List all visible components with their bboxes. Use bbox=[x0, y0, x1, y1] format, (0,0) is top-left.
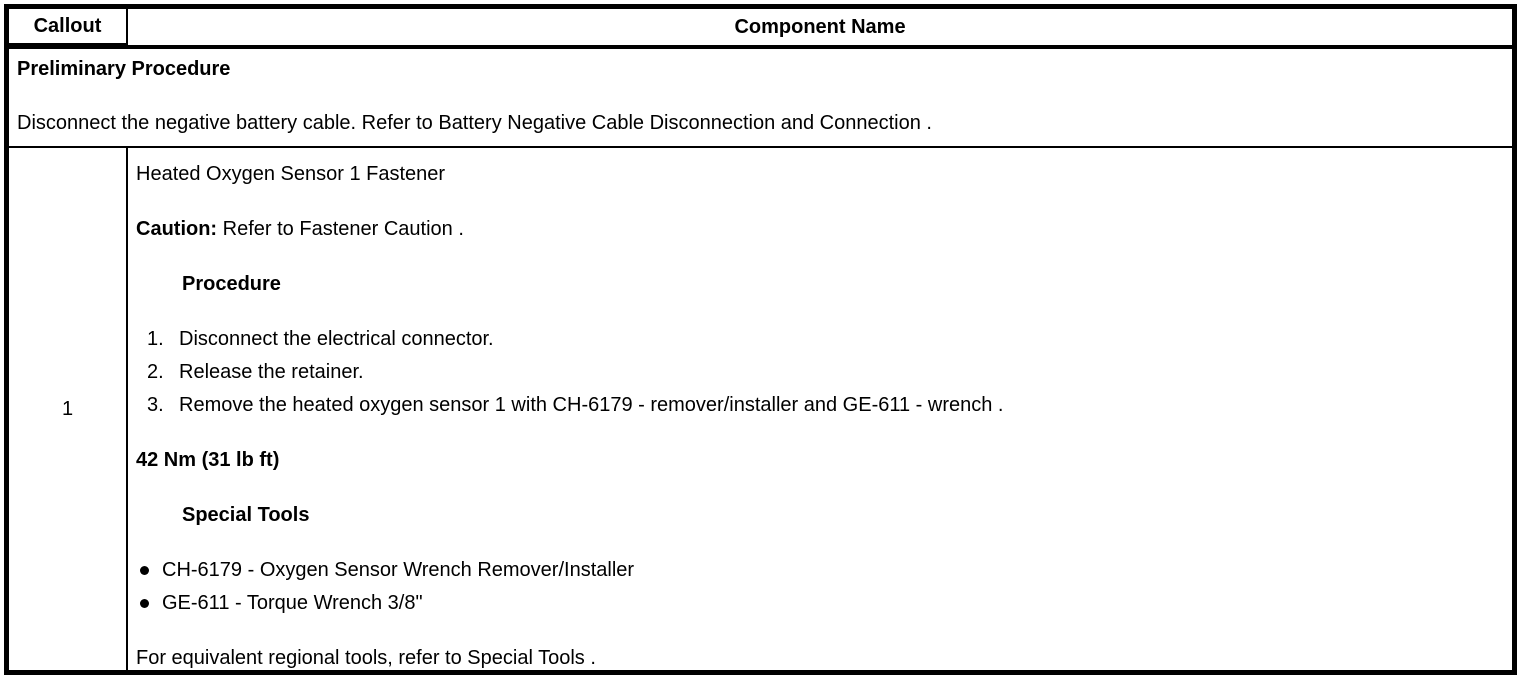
step-number: 2. bbox=[147, 361, 164, 383]
step-number: 3. bbox=[147, 394, 164, 416]
special-tool-item: GE-611 - Torque Wrench 3/8" bbox=[136, 587, 1502, 620]
step-text: Remove the heated oxygen sensor 1 with C… bbox=[179, 394, 1004, 416]
step-text: Disconnect the electrical connector. bbox=[179, 328, 494, 350]
regional-tools-note: For equivalent regional tools, refer to … bbox=[136, 647, 596, 669]
table-header-row: Callout Component Name bbox=[9, 9, 1512, 49]
preliminary-procedure-row: Preliminary Procedure Disconnect the neg… bbox=[9, 49, 1512, 148]
component-name: Heated Oxygen Sensor 1 Fastener bbox=[136, 163, 446, 185]
procedure-step-list: 1. Disconnect the electrical connector. … bbox=[136, 323, 1502, 422]
procedure-step: 1. Disconnect the electrical connector. bbox=[136, 323, 1502, 356]
component-cell: Heated Oxygen Sensor 1 Fastener Caution:… bbox=[128, 148, 1512, 670]
component-table: Callout Component Name Preliminary Proce… bbox=[4, 4, 1517, 675]
special-tools-list: CH-6179 - Oxygen Sensor Wrench Remover/I… bbox=[136, 554, 1502, 620]
table-row: 1 Heated Oxygen Sensor 1 Fastener Cautio… bbox=[9, 148, 1512, 670]
special-tools-heading: Special Tools bbox=[182, 504, 310, 526]
callout-column-header: Callout bbox=[9, 9, 128, 45]
caution-note: Caution: Refer to Fastener Caution . bbox=[136, 213, 1502, 246]
caution-label: Caution: bbox=[136, 218, 218, 240]
step-text: Release the retainer. bbox=[179, 361, 364, 383]
torque-spec: 42 Nm (31 lb ft) bbox=[136, 449, 280, 471]
procedure-heading: Procedure bbox=[182, 273, 281, 295]
special-tool-item: CH-6179 - Oxygen Sensor Wrench Remover/I… bbox=[136, 554, 1502, 587]
bullet-icon bbox=[140, 566, 149, 575]
caution-text: Refer to Fastener Caution . bbox=[217, 218, 464, 240]
preliminary-procedure-title: Preliminary Procedure bbox=[17, 58, 231, 80]
callout-number: 1 bbox=[9, 148, 128, 670]
procedure-step: 3. Remove the heated oxygen sensor 1 wit… bbox=[136, 389, 1502, 422]
component-name-column-header: Component Name bbox=[734, 15, 906, 38]
step-number: 1. bbox=[147, 328, 164, 350]
special-tool-text: GE-611 - Torque Wrench 3/8" bbox=[162, 592, 423, 614]
special-tool-text: CH-6179 - Oxygen Sensor Wrench Remover/I… bbox=[162, 559, 635, 581]
preliminary-procedure-instruction: Disconnect the negative battery cable. R… bbox=[17, 112, 932, 134]
procedure-step: 2. Release the retainer. bbox=[136, 356, 1502, 389]
bullet-icon bbox=[140, 599, 149, 608]
